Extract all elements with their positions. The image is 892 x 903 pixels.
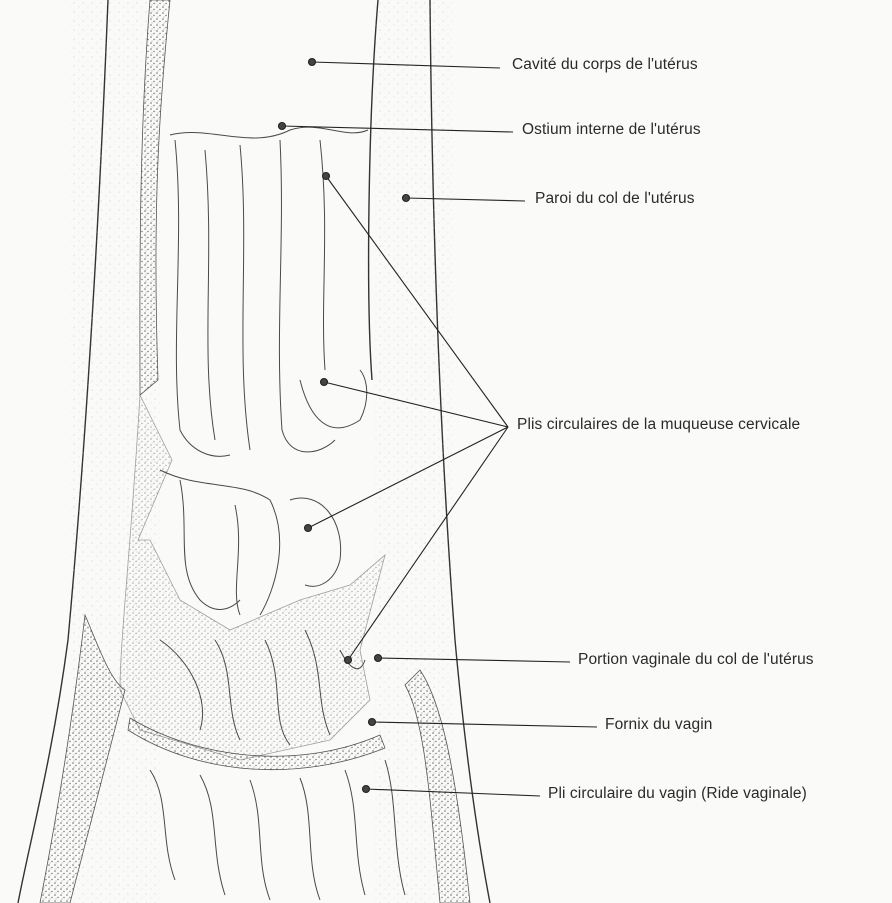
label-ostium: Ostium interne de l'utérus [522,121,701,139]
label-pli-vagin: Pli circulaire du vagin (Ride vaginale) [548,785,807,803]
label-plis: Plis circulaires de la muqueuse cervical… [517,416,800,434]
label-fornix: Fornix du vagin [605,716,712,734]
label-portion: Portion vaginale du col de l'utérus [578,651,814,669]
mucosal-folds [150,127,405,900]
label-paroi: Paroi du col de l'utérus [535,190,695,208]
label-cavite: Cavité du corps de l'utérus [512,56,698,74]
